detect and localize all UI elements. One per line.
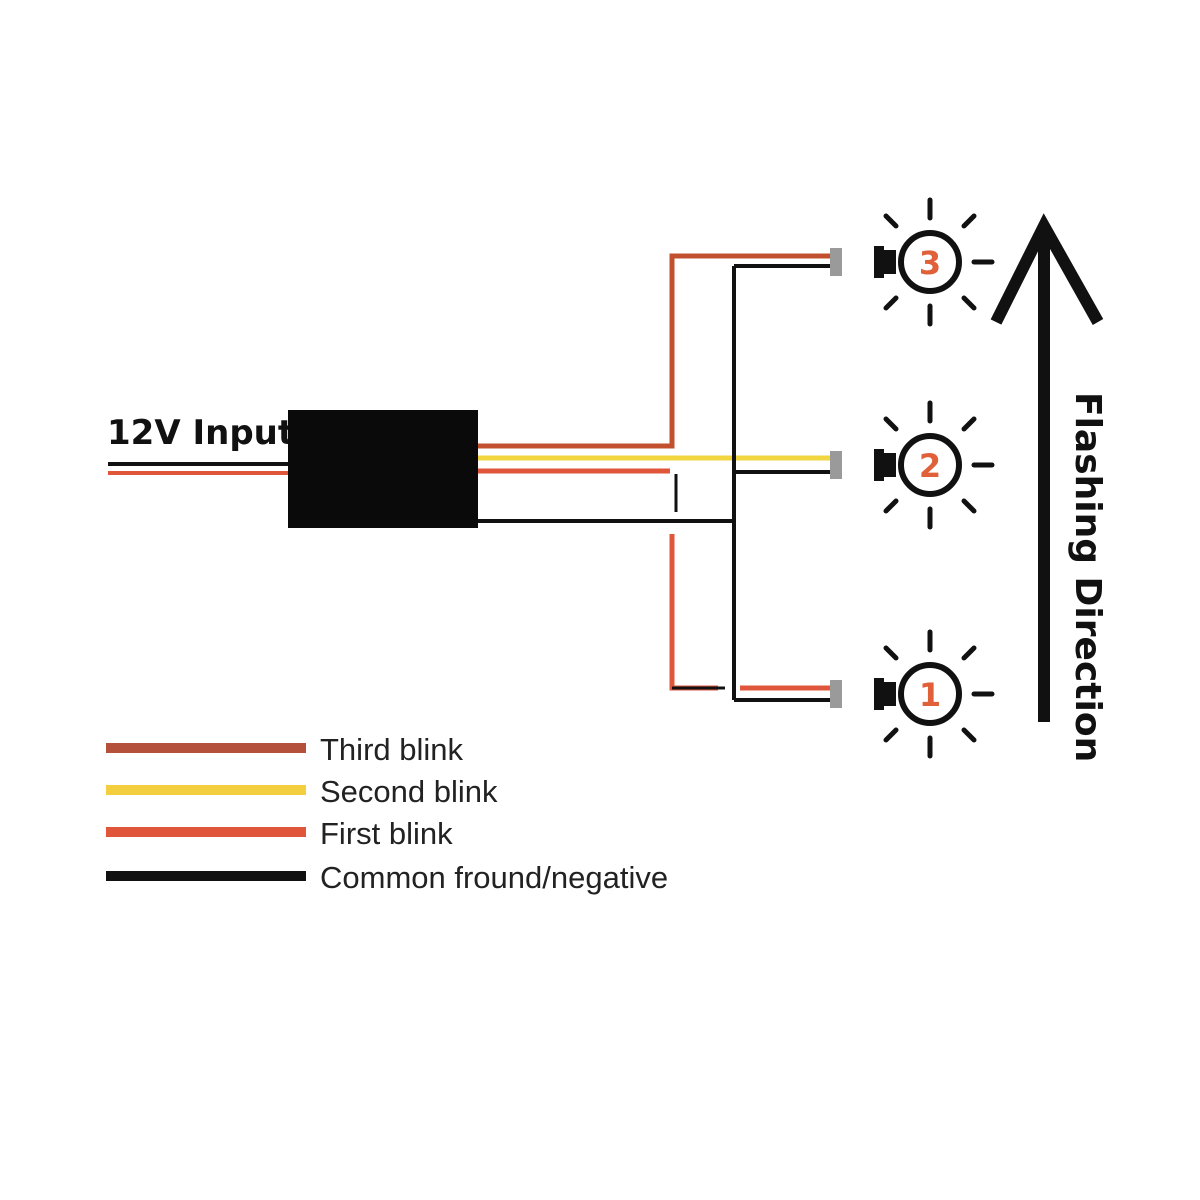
bulb-icon xyxy=(898,433,962,497)
bulb-1: 1 xyxy=(830,629,995,759)
connector-icon xyxy=(830,451,842,479)
input-label: 12V Input xyxy=(107,413,294,453)
light-rays-icon xyxy=(883,197,995,327)
legend-label: Second blink xyxy=(320,774,498,809)
wire-first-blink-drop xyxy=(669,534,718,691)
connector-icon xyxy=(830,680,842,708)
flashing-direction-label: Flashing Direction xyxy=(1067,392,1108,762)
light-rays-icon xyxy=(883,400,995,530)
flashing-direction-arrow-icon xyxy=(990,213,1104,722)
legend-label: Common fround/negative xyxy=(320,860,668,895)
legend-item-first-blink: First blink xyxy=(106,816,453,851)
bulb-2: 2 xyxy=(830,400,995,530)
bulb-number: 2 xyxy=(919,447,941,485)
connector-icon xyxy=(830,248,842,276)
wire-third-blink xyxy=(478,253,838,449)
legend: Third blink Second blink First blink Com… xyxy=(106,732,668,895)
legend-label: Third blink xyxy=(320,732,463,767)
legend-item-common-ground: Common fround/negative xyxy=(106,860,668,895)
bulb-icon xyxy=(898,230,962,294)
light-rays-icon xyxy=(883,629,995,759)
bulb-3: 3 xyxy=(830,197,995,327)
bulb-icon xyxy=(898,662,962,726)
legend-label: First blink xyxy=(320,816,453,851)
input-wires xyxy=(108,462,292,475)
bulb-number: 1 xyxy=(919,676,941,714)
legend-item-third-blink: Third blink xyxy=(106,732,463,767)
legend-item-second-blink: Second blink xyxy=(106,774,498,809)
controller-box xyxy=(288,410,478,528)
wire-common-ground xyxy=(478,264,838,702)
bulb-number: 3 xyxy=(919,244,941,282)
